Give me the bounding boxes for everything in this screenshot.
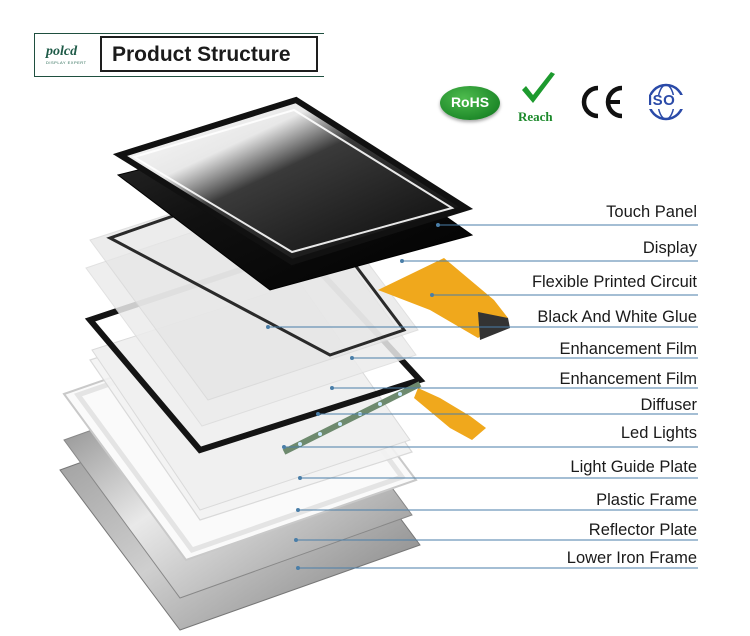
display-fpc: [378, 258, 508, 338]
rohs-badge: RoHS: [440, 86, 500, 120]
page-title: Product Structure: [112, 43, 291, 66]
header: polcd DISPLAY EXPERT Product Structure: [34, 33, 324, 77]
label-led-lights: Led Lights: [620, 424, 697, 442]
touch-panel: [112, 96, 474, 266]
label-reflector-plate: Reflector Plate: [588, 521, 697, 539]
label-flexible-printed-circuit: Flexible Printed Circuit: [531, 273, 697, 291]
label-touch-panel: Touch Panel: [606, 203, 697, 221]
rohs-label: RoHS: [450, 94, 490, 110]
label-enhancement-film-1: Enhancement Film: [559, 340, 697, 358]
logo-text: polcd: [46, 44, 78, 59]
label-plastic-frame: Plastic Frame: [596, 491, 697, 509]
label-display: Display: [642, 239, 697, 257]
label-diffuser: Diffuser: [640, 396, 697, 414]
label-light-guide-plate: Light Guide Plate: [570, 458, 697, 476]
label-lower-iron-frame: Lower Iron Frame: [566, 549, 697, 567]
title-box: Product Structure: [100, 36, 318, 72]
polcd-logo: polcd DISPLAY EXPERT: [40, 40, 98, 70]
label-black-white-glue: Black And White Glue: [537, 308, 697, 326]
ce-mark-icon: CE: [581, 85, 623, 119]
leader-lines: [266, 223, 698, 570]
led-strip: [282, 381, 422, 455]
reach-label: Reach: [518, 109, 553, 124]
label-enhancement-film-2: Enhancement Film: [559, 370, 697, 388]
reach-check-icon: [522, 72, 555, 103]
iso-label: ISO: [648, 92, 676, 109]
iso-globe-icon: [644, 83, 688, 121]
logo-subtext: DISPLAY EXPERT: [46, 60, 87, 65]
